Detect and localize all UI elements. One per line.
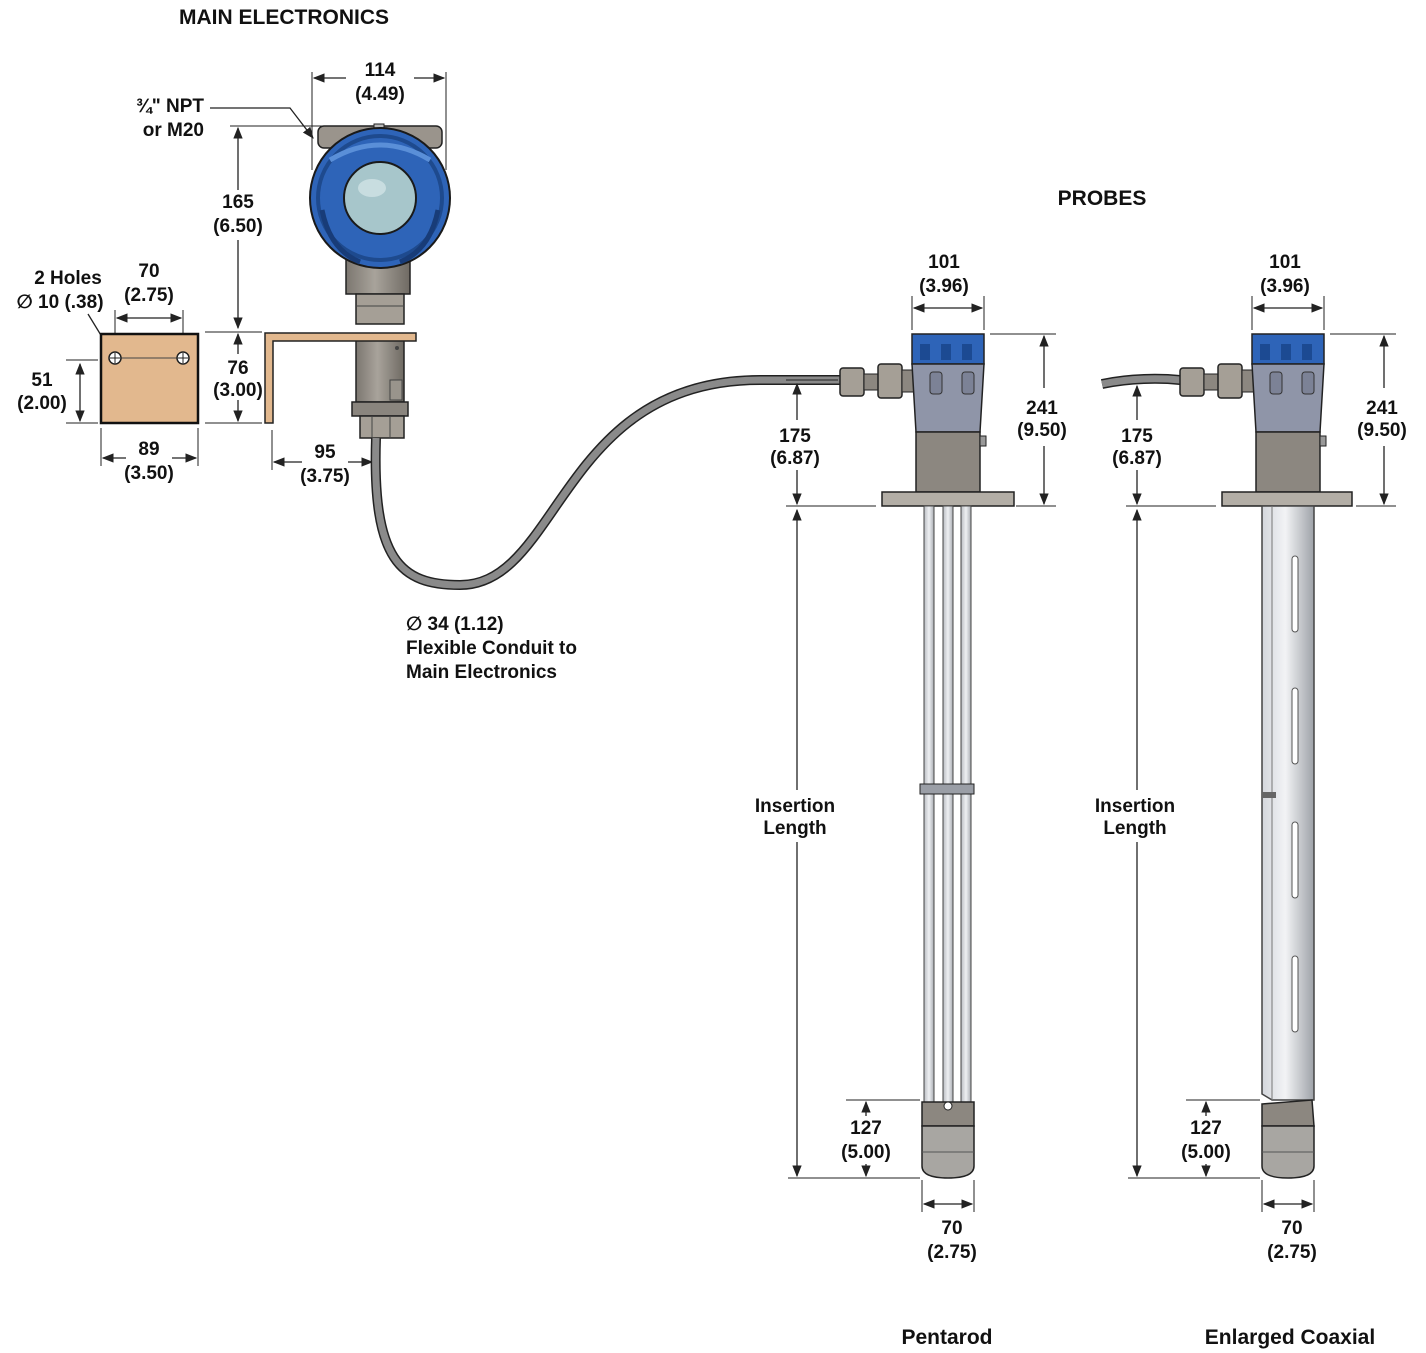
coaxial-head-width-in: (3.96) xyxy=(1260,276,1310,297)
coaxial-probe xyxy=(1100,333,1353,1179)
coaxial-tip-height-in: (5.00) xyxy=(1181,1142,1231,1163)
conduit-entry-label: ¾" NPT xyxy=(136,96,205,117)
pentarod-conduit-height-mm: 175 xyxy=(779,426,811,447)
hole-spacing-mm: 70 xyxy=(138,261,159,282)
hole-spacing-in: (2.75) xyxy=(124,285,174,306)
mounting-neck xyxy=(351,293,409,439)
bracket-offset-mm: 95 xyxy=(314,442,336,463)
coaxial-insertion-label: Insertion xyxy=(1095,796,1175,817)
bracket-height-in: (3.00) xyxy=(213,380,263,401)
housing-height-in: (6.50) xyxy=(213,216,263,237)
conduit-description: Flexible Conduit to xyxy=(406,638,577,659)
plate-hole-diameter: ∅ 10 (.38) xyxy=(16,292,103,313)
flexible-conduit-outline xyxy=(370,375,842,591)
bracket-height-mm: 76 xyxy=(227,358,248,379)
flexible-conduit xyxy=(372,376,842,589)
housing-height-mm: 165 xyxy=(222,192,254,213)
mounting-hole xyxy=(108,351,122,365)
pentarod-conduit-height-in: (6.87) xyxy=(770,448,820,469)
coaxial-head-height-mm: 241 xyxy=(1366,398,1398,419)
mounting-plate xyxy=(99,332,200,425)
pentarod-tip-height-mm: 127 xyxy=(850,1118,882,1139)
pentarod-head-height-mm: 241 xyxy=(1026,398,1058,419)
angle-bracket xyxy=(264,332,417,424)
plate-holes-label: 2 Holes xyxy=(34,268,102,289)
coaxial-insertion-label-2: Length xyxy=(1103,818,1166,839)
mounting-hole xyxy=(176,351,190,365)
conduit-diameter: ∅ 34 (1.12) xyxy=(406,614,504,635)
housing-width-in: (4.49) xyxy=(355,84,405,105)
pentarod-probe xyxy=(839,333,1015,1179)
coaxial-caption: Enlarged Coaxial xyxy=(1205,1326,1375,1349)
coaxial-head-width-mm: 101 xyxy=(1269,252,1301,273)
coaxial-tip-width-in: (2.75) xyxy=(1267,1242,1317,1263)
pentarod-head-width-mm: 101 xyxy=(928,252,960,273)
coaxial-conduit-height-in: (6.87) xyxy=(1112,448,1162,469)
conduit-description-2: Main Electronics xyxy=(406,662,557,683)
conduit-entry-label-alt: or M20 xyxy=(143,120,204,141)
pentarod-insertion-label: Insertion xyxy=(755,796,835,817)
plate-width-mm: 89 xyxy=(138,439,159,460)
pentarod-caption: Pentarod xyxy=(901,1326,992,1349)
pentarod-tip-width-in: (2.75) xyxy=(927,1242,977,1263)
main-electronics-heading: MAIN ELECTRONICS xyxy=(179,6,389,29)
coaxial-tip-width-mm: 70 xyxy=(1281,1218,1302,1239)
coaxial-head-height-in: (9.50) xyxy=(1357,420,1407,441)
pentarod-head-width-in: (3.96) xyxy=(919,276,969,297)
coaxial-conduit-height-mm: 175 xyxy=(1121,426,1153,447)
pentarod-insertion-label-2: Length xyxy=(763,818,826,839)
plate-height-in: (2.00) xyxy=(17,393,67,414)
plate-width-in: (3.50) xyxy=(124,463,174,484)
bracket-offset-in: (3.75) xyxy=(300,466,350,487)
coaxial-tip-height-mm: 127 xyxy=(1190,1118,1222,1139)
plate-height-mm: 51 xyxy=(31,370,53,391)
electronics-housing xyxy=(309,123,451,295)
housing-width-mm: 114 xyxy=(365,60,396,81)
display-window xyxy=(343,161,417,235)
pentarod-tip-width-mm: 70 xyxy=(941,1218,962,1239)
pentarod-head-height-in: (9.50) xyxy=(1017,420,1067,441)
pentarod-tip-height-in: (5.00) xyxy=(841,1142,891,1163)
probes-heading: PROBES xyxy=(1058,187,1147,210)
